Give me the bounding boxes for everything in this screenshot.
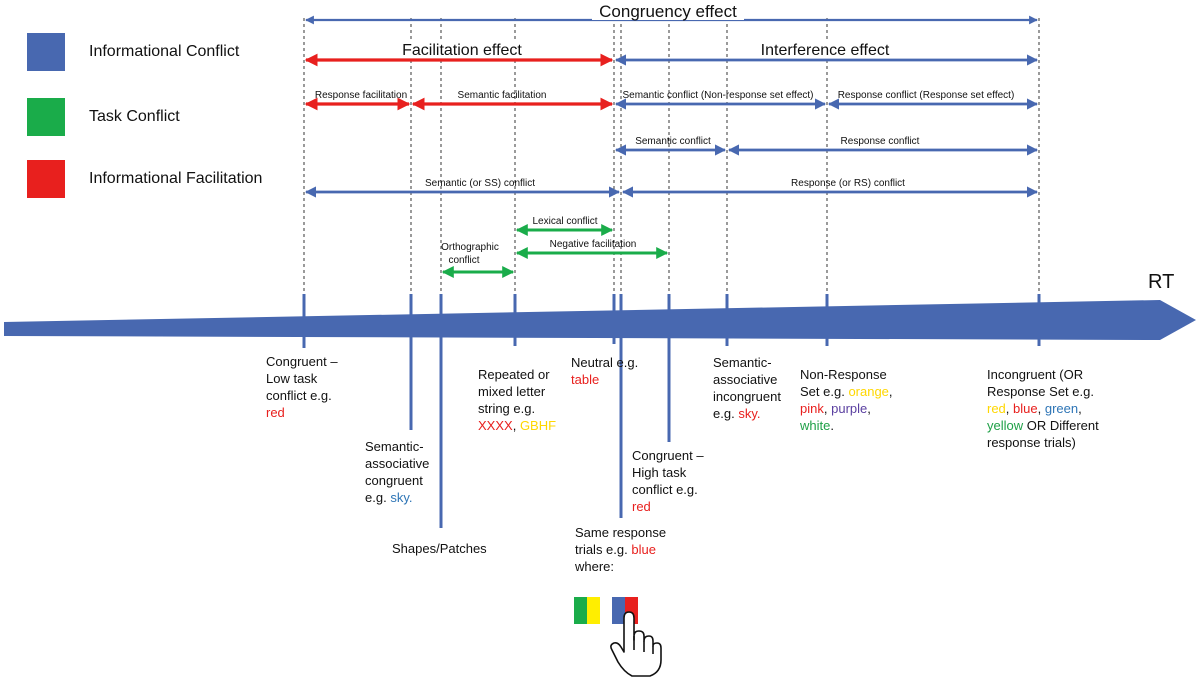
rt-axis-label: RT [1148, 271, 1174, 293]
label-neutral: Neutral e.g. table [571, 354, 638, 388]
text-line: Congruent – [632, 448, 704, 463]
lexical-conflict-label: Lexical conflict [532, 216, 597, 227]
example-word: pink [800, 401, 824, 416]
legend-swatch-task-conflict [27, 98, 65, 136]
label-same-response: Same response trials e.g. blue where: [575, 524, 666, 575]
text-line: e.g. [365, 490, 387, 505]
response-rs-conflict-label: Response (or RS) conflict [791, 178, 905, 189]
label-non-response: Non-Response Set e.g. orange, pink, purp… [800, 366, 893, 434]
text-line: conflict e.g. [632, 482, 698, 497]
semantic-facilitation-label: Semantic facilitation [458, 90, 547, 101]
text-line: OR Different [1026, 418, 1099, 433]
separator: , [1037, 401, 1042, 416]
response-conflict-responseset-label: Response conflict (Response set effect) [838, 90, 1015, 101]
legend-label-task-conflict: Task Conflict [89, 108, 180, 125]
legend-swatch-informational-conflict [27, 33, 65, 71]
text-line: associative [365, 456, 430, 471]
separator: , [867, 401, 871, 416]
text-line: e.g. [713, 406, 735, 421]
dashed-guides [303, 18, 1040, 292]
label-shapes: Shapes/Patches [392, 540, 487, 557]
swatch-green [574, 597, 587, 624]
separator: , [823, 401, 828, 416]
text-line: Response Set e.g. [987, 384, 1094, 399]
axis-ticks [302, 294, 1041, 528]
example-word: XXXX [478, 418, 513, 433]
text-line: Shapes/Patches [392, 541, 487, 556]
text-line: where: [575, 559, 615, 574]
separator: , [1005, 401, 1010, 416]
separator: , [512, 418, 517, 433]
text-line: High task [632, 465, 687, 480]
swatch-blue [612, 597, 625, 624]
semantic-conflict-nonresponse-label: Semantic conflict (Non-response set effe… [622, 90, 813, 101]
text-line: mixed letter [478, 384, 546, 399]
text-line: string e.g. [478, 401, 536, 416]
example-word: purple [831, 401, 868, 416]
congruency-effect-label: Congruency effect [599, 2, 737, 21]
label-congruent-high: Congruent – High task conflict e.g. red [632, 447, 704, 515]
example-word: yellow [987, 418, 1024, 433]
text-line: response trials) [987, 435, 1076, 450]
example-word: red [987, 401, 1006, 416]
example-word: red [266, 405, 285, 420]
text-line: conflict e.g. [266, 388, 332, 403]
text-line: Repeated or [478, 367, 550, 382]
legend-label-informational-conflict: Informational Conflict [89, 43, 240, 60]
text-line: congruent [365, 473, 423, 488]
text-line: Low task [266, 371, 318, 386]
swatch-yellow [587, 597, 600, 624]
example-word: white [800, 418, 831, 433]
label-repeated: Repeated or mixed letter string e.g. XXX… [478, 366, 556, 434]
orthographic-conflict-label-1: Orthographic [441, 242, 499, 253]
separator: , [1078, 401, 1082, 416]
text-line: Semantic- [365, 439, 424, 454]
label-semantic-incongruent: Semantic- associative incongruent e.g. s… [713, 354, 781, 422]
text-line: Same response [575, 525, 667, 540]
interference-effect-label: Interference effect [761, 42, 890, 59]
rt-axis-arrow [4, 300, 1196, 340]
separator: . [830, 418, 834, 433]
legend-label-informational-facilitation: Informational Facilitation [89, 170, 263, 187]
text-line: Set e.g. [800, 384, 845, 399]
example-word: blue [631, 542, 656, 557]
example-word: sky. [390, 490, 413, 505]
separator: , [888, 384, 893, 399]
hand-cursor-icon [610, 611, 662, 677]
text-line: Semantic- [713, 355, 772, 370]
example-word: blue [1013, 401, 1038, 416]
example-word: green [1044, 401, 1079, 416]
example-word: orange [848, 384, 889, 399]
span-arrows [304, 15, 1039, 278]
span-labels: Congruency effect Facilitation effect In… [315, 2, 1014, 266]
example-word: GBHF [519, 418, 557, 433]
example-word: sky. [738, 406, 761, 421]
example-word: table [571, 372, 600, 387]
orthographic-conflict-label-2: conflict [448, 255, 479, 266]
semantic-conflict-label: Semantic conflict [635, 136, 711, 147]
negative-facilitation-label: Negative facilitation [550, 239, 637, 250]
semantic-ss-conflict-label: Semantic (or SS) conflict [425, 178, 535, 189]
text-line: associative [713, 372, 778, 387]
text-line: Congruent – [266, 354, 338, 369]
example-word: red [632, 499, 651, 514]
text-line: Non-Response [800, 367, 887, 382]
text-line: Neutral e.g. [571, 355, 639, 370]
label-semantic-congruent: Semantic- associative congruent e.g. sky… [365, 438, 429, 506]
response-conflict-label: Response conflict [841, 136, 920, 147]
text-line: trials e.g. [575, 542, 628, 557]
label-congruent-low: Congruent – Low task conflict e.g. red [266, 353, 338, 421]
facilitation-effect-label: Facilitation effect [402, 42, 522, 59]
text-line: incongruent [713, 389, 781, 404]
response-facilitation-label: Response facilitation [315, 90, 407, 101]
label-incongruent: Incongruent (OR Response Set e.g. red, b… [987, 366, 1099, 451]
legend-swatch-informational-facilitation [27, 160, 65, 198]
text-line: Incongruent (OR [987, 367, 1084, 382]
